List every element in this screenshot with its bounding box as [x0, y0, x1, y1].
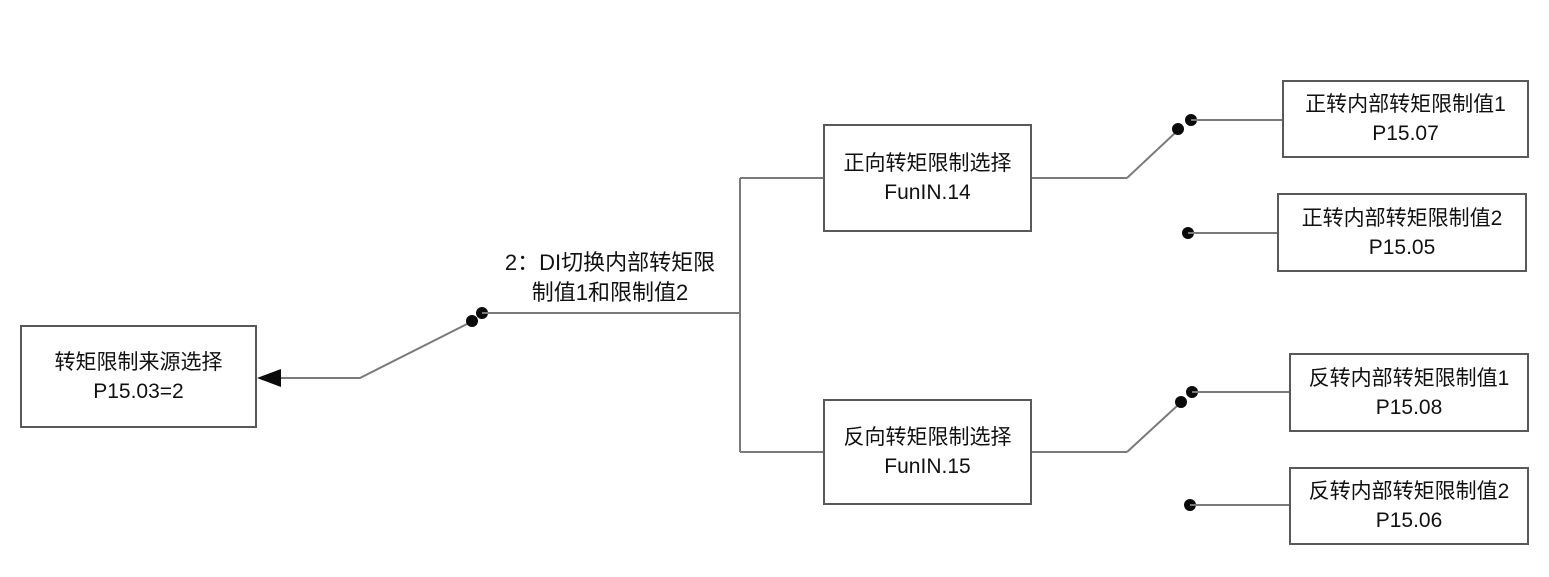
node-torque-limit-source: 转矩限制来源选择 P15.03=2: [20, 325, 257, 428]
node-label-line1: 正转内部转矩限制值1: [1305, 93, 1506, 116]
node-label-line2: FunIN.15: [884, 455, 971, 478]
mode-annotation: 2：DI切换内部转矩限 制值1和限制值2: [455, 248, 765, 308]
node-label-line2: P15.06: [1375, 509, 1443, 532]
annotation-line2: 制值1和限制值2: [531, 280, 689, 305]
node-label-line1: 反转内部转矩限制值1: [1308, 366, 1510, 390]
fwd-switch-lever: [1126, 132, 1176, 179]
node-label-line2: FunIN.14: [884, 181, 971, 204]
left-switch-lever: [280, 320, 474, 379]
node-reverse-limit-select: 反向转矩限制选择 FunIN.15: [823, 399, 1032, 505]
node-label-line2: P15.03=2: [93, 379, 184, 403]
node-label-line2: P15.05: [1368, 235, 1436, 259]
annotation-line1: 2：DI切换内部转矩限: [504, 250, 716, 275]
node-label-line1: 正转内部转矩限制值2: [1301, 206, 1503, 230]
node-label-line2: P15.08: [1375, 395, 1443, 419]
rev-switch-dot-a: [1175, 396, 1187, 408]
node-forward-internal-limit-2: 正转内部转矩限制值2 P15.05: [1277, 193, 1527, 272]
node-label-line1: 反转内部转矩限制值2: [1308, 480, 1510, 503]
left-arrowhead-icon: [257, 369, 281, 387]
node-reverse-internal-limit-1: 反转内部转矩限制值1 P15.08: [1289, 353, 1529, 432]
node-forward-limit-select: 正向转矩限制选择 FunIN.14: [823, 124, 1032, 232]
fwd-switch-dot-a: [1172, 123, 1184, 135]
node-label-line1: 正向转矩限制选择: [843, 152, 1012, 175]
node-reverse-internal-limit-2: 反转内部转矩限制值2 P15.06: [1289, 467, 1529, 545]
node-label-line1: 转矩限制来源选择: [54, 350, 223, 374]
node-label-line1: 反向转矩限制选择: [843, 426, 1012, 449]
node-forward-internal-limit-1: 正转内部转矩限制值1 P15.07: [1282, 80, 1529, 158]
node-label-line2: P15.07: [1372, 122, 1439, 145]
rev-switch-lever: [1126, 405, 1178, 453]
left-switch-dot-a: [466, 315, 478, 327]
